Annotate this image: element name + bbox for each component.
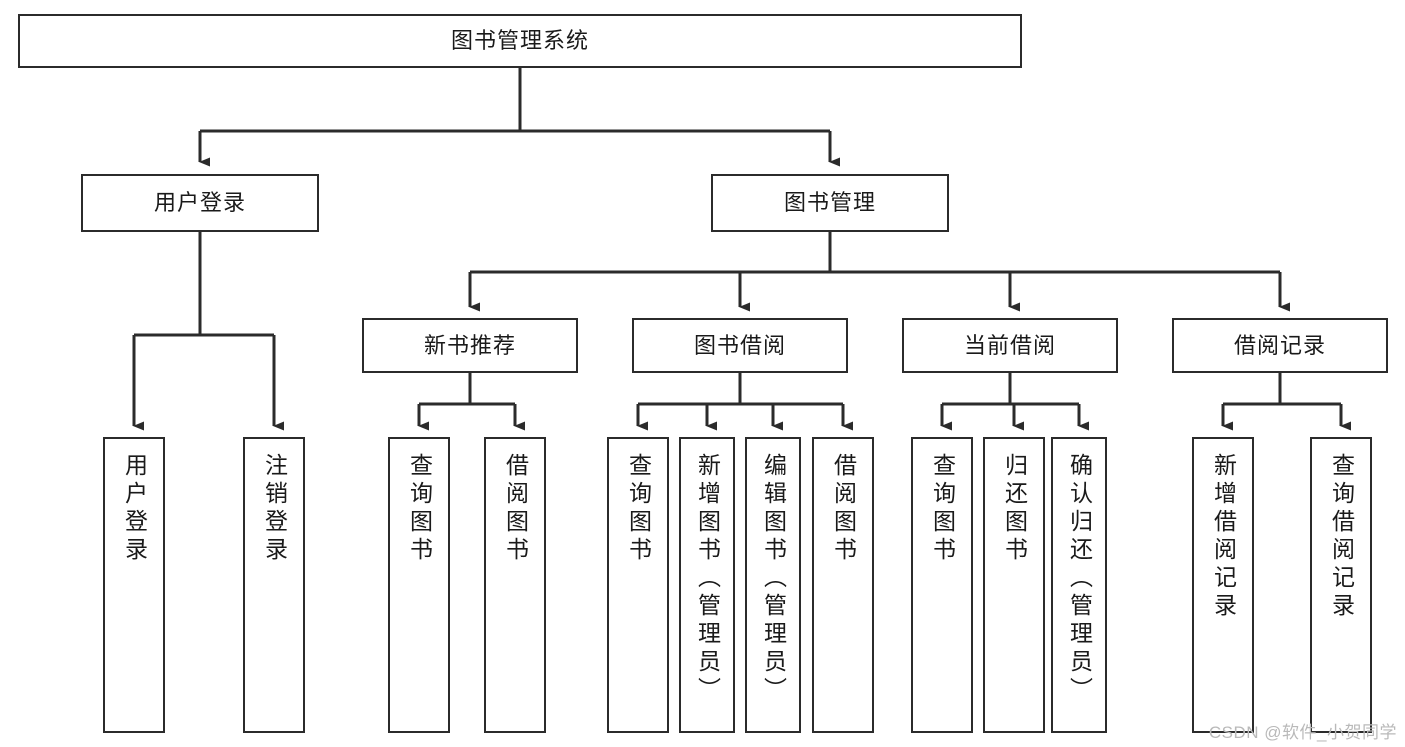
node-book-manage-label: 图书管理 [783, 190, 876, 216]
node-leaf-add-book[interactable]: 新增图书（管理员） [679, 437, 735, 733]
node-borrow-record-label: 借阅记录 [1233, 332, 1326, 358]
node-leaf-user-logout-label: 注销登录 [261, 453, 288, 565]
node-leaf-query-record[interactable]: 查询借阅记录 [1310, 437, 1372, 733]
node-current-borrow-label: 当前借阅 [963, 332, 1056, 358]
node-user-login[interactable]: 用户登录 [81, 174, 319, 232]
node-leaf-return-book[interactable]: 归还图书 [983, 437, 1045, 733]
node-borrow-record[interactable]: 借阅记录 [1172, 318, 1388, 373]
node-root-label: 图书管理系统 [450, 28, 589, 54]
edges-bookborrow-to-leaves [636, 373, 853, 431]
node-leaf-query-record-label: 查询借阅记录 [1328, 453, 1355, 621]
node-leaf-query-book-a[interactable]: 查询图书 [388, 437, 450, 733]
node-leaf-borrow-book-a[interactable]: 借阅图书 [484, 437, 546, 733]
node-leaf-add-book-label: 新增图书（管理员） [694, 453, 721, 705]
node-leaf-query-book-b-label: 查询图书 [625, 453, 652, 565]
node-new-book-recommend-label: 新书推荐 [423, 332, 516, 358]
node-current-borrow[interactable]: 当前借阅 [902, 318, 1118, 373]
node-leaf-add-record-label: 新增借阅记录 [1210, 453, 1237, 621]
node-root[interactable]: 图书管理系统 [18, 14, 1022, 68]
node-book-borrow[interactable]: 图书借阅 [632, 318, 848, 373]
node-leaf-query-book-c[interactable]: 查询图书 [911, 437, 973, 733]
edges-borrowrecord-to-leaves [1221, 373, 1351, 431]
node-leaf-user-login[interactable]: 用户登录 [103, 437, 165, 733]
node-leaf-query-book-c-label: 查询图书 [929, 453, 956, 565]
node-leaf-query-book-b[interactable]: 查询图书 [607, 437, 669, 733]
node-leaf-add-record[interactable]: 新增借阅记录 [1192, 437, 1254, 733]
node-new-book-recommend[interactable]: 新书推荐 [362, 318, 578, 373]
node-leaf-query-book-a-label: 查询图书 [406, 453, 433, 565]
edges-root-to-level1 [198, 68, 840, 167]
node-user-login-label: 用户登录 [153, 190, 246, 216]
edges-newbook-to-leaves [417, 373, 525, 431]
node-book-manage[interactable]: 图书管理 [711, 174, 949, 232]
edges-bookmanage-to-level2 [468, 232, 1290, 312]
node-leaf-return-book-label: 归还图书 [1001, 453, 1028, 565]
node-leaf-user-login-label: 用户登录 [121, 453, 148, 565]
edges-userlogin-to-leaves [132, 232, 284, 431]
node-leaf-borrow-book-b[interactable]: 借阅图书 [812, 437, 874, 733]
node-leaf-borrow-book-a-label: 借阅图书 [502, 453, 529, 565]
node-leaf-edit-book-label: 编辑图书（管理员） [760, 453, 787, 705]
node-leaf-edit-book[interactable]: 编辑图书（管理员） [745, 437, 801, 733]
node-leaf-user-logout[interactable]: 注销登录 [243, 437, 305, 733]
edges-currentborrow-to-leaves [940, 373, 1089, 431]
node-leaf-borrow-book-b-label: 借阅图书 [830, 453, 857, 565]
node-leaf-confirm-return-label: 确认归还（管理员） [1066, 453, 1093, 705]
node-leaf-confirm-return[interactable]: 确认归还（管理员） [1051, 437, 1107, 733]
node-book-borrow-label: 图书借阅 [693, 332, 786, 358]
